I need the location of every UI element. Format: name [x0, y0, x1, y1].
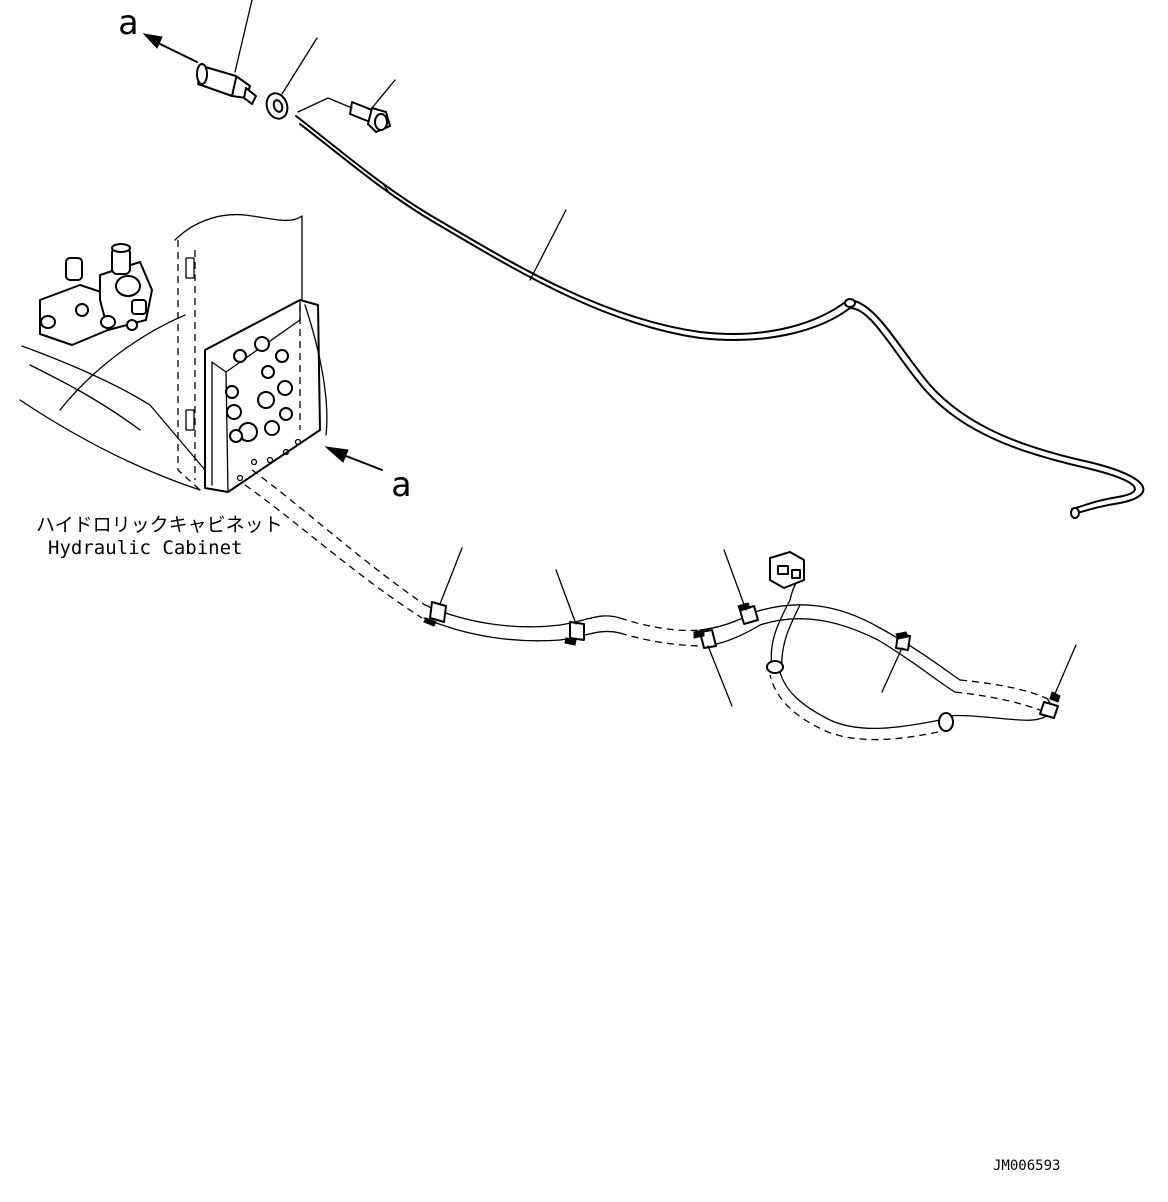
- fitting-connector-part: [196, 0, 257, 105]
- washer-part: [265, 37, 318, 120]
- bracket-holes: [236, 438, 302, 482]
- tube-line: [295, 115, 1145, 519]
- arrow-a-top-label: a: [118, 3, 138, 43]
- cabinet-label-jp: ハイドロリックキャビネット: [36, 514, 283, 536]
- valve-assembly: [39, 243, 153, 346]
- hydraulic-cabinet: [19, 213, 328, 493]
- harness-connector: [769, 551, 805, 589]
- clamp-leader-lines: [439, 547, 1077, 707]
- cabinet-label-en: Hydraulic Cabinet: [48, 537, 242, 559]
- nipple-fitting-part: [297, 79, 396, 133]
- harness-clamps: [423, 601, 1061, 719]
- drawing-number: JM006593: [993, 1158, 1060, 1174]
- arrow-a-cabinet-label: a: [391, 465, 411, 505]
- view-arrow-a-top: a: [118, 3, 198, 63]
- wiring-harness: [244, 469, 1077, 741]
- cabinet-ports: [225, 336, 293, 443]
- view-arrow-a-cabinet: a: [324, 446, 411, 505]
